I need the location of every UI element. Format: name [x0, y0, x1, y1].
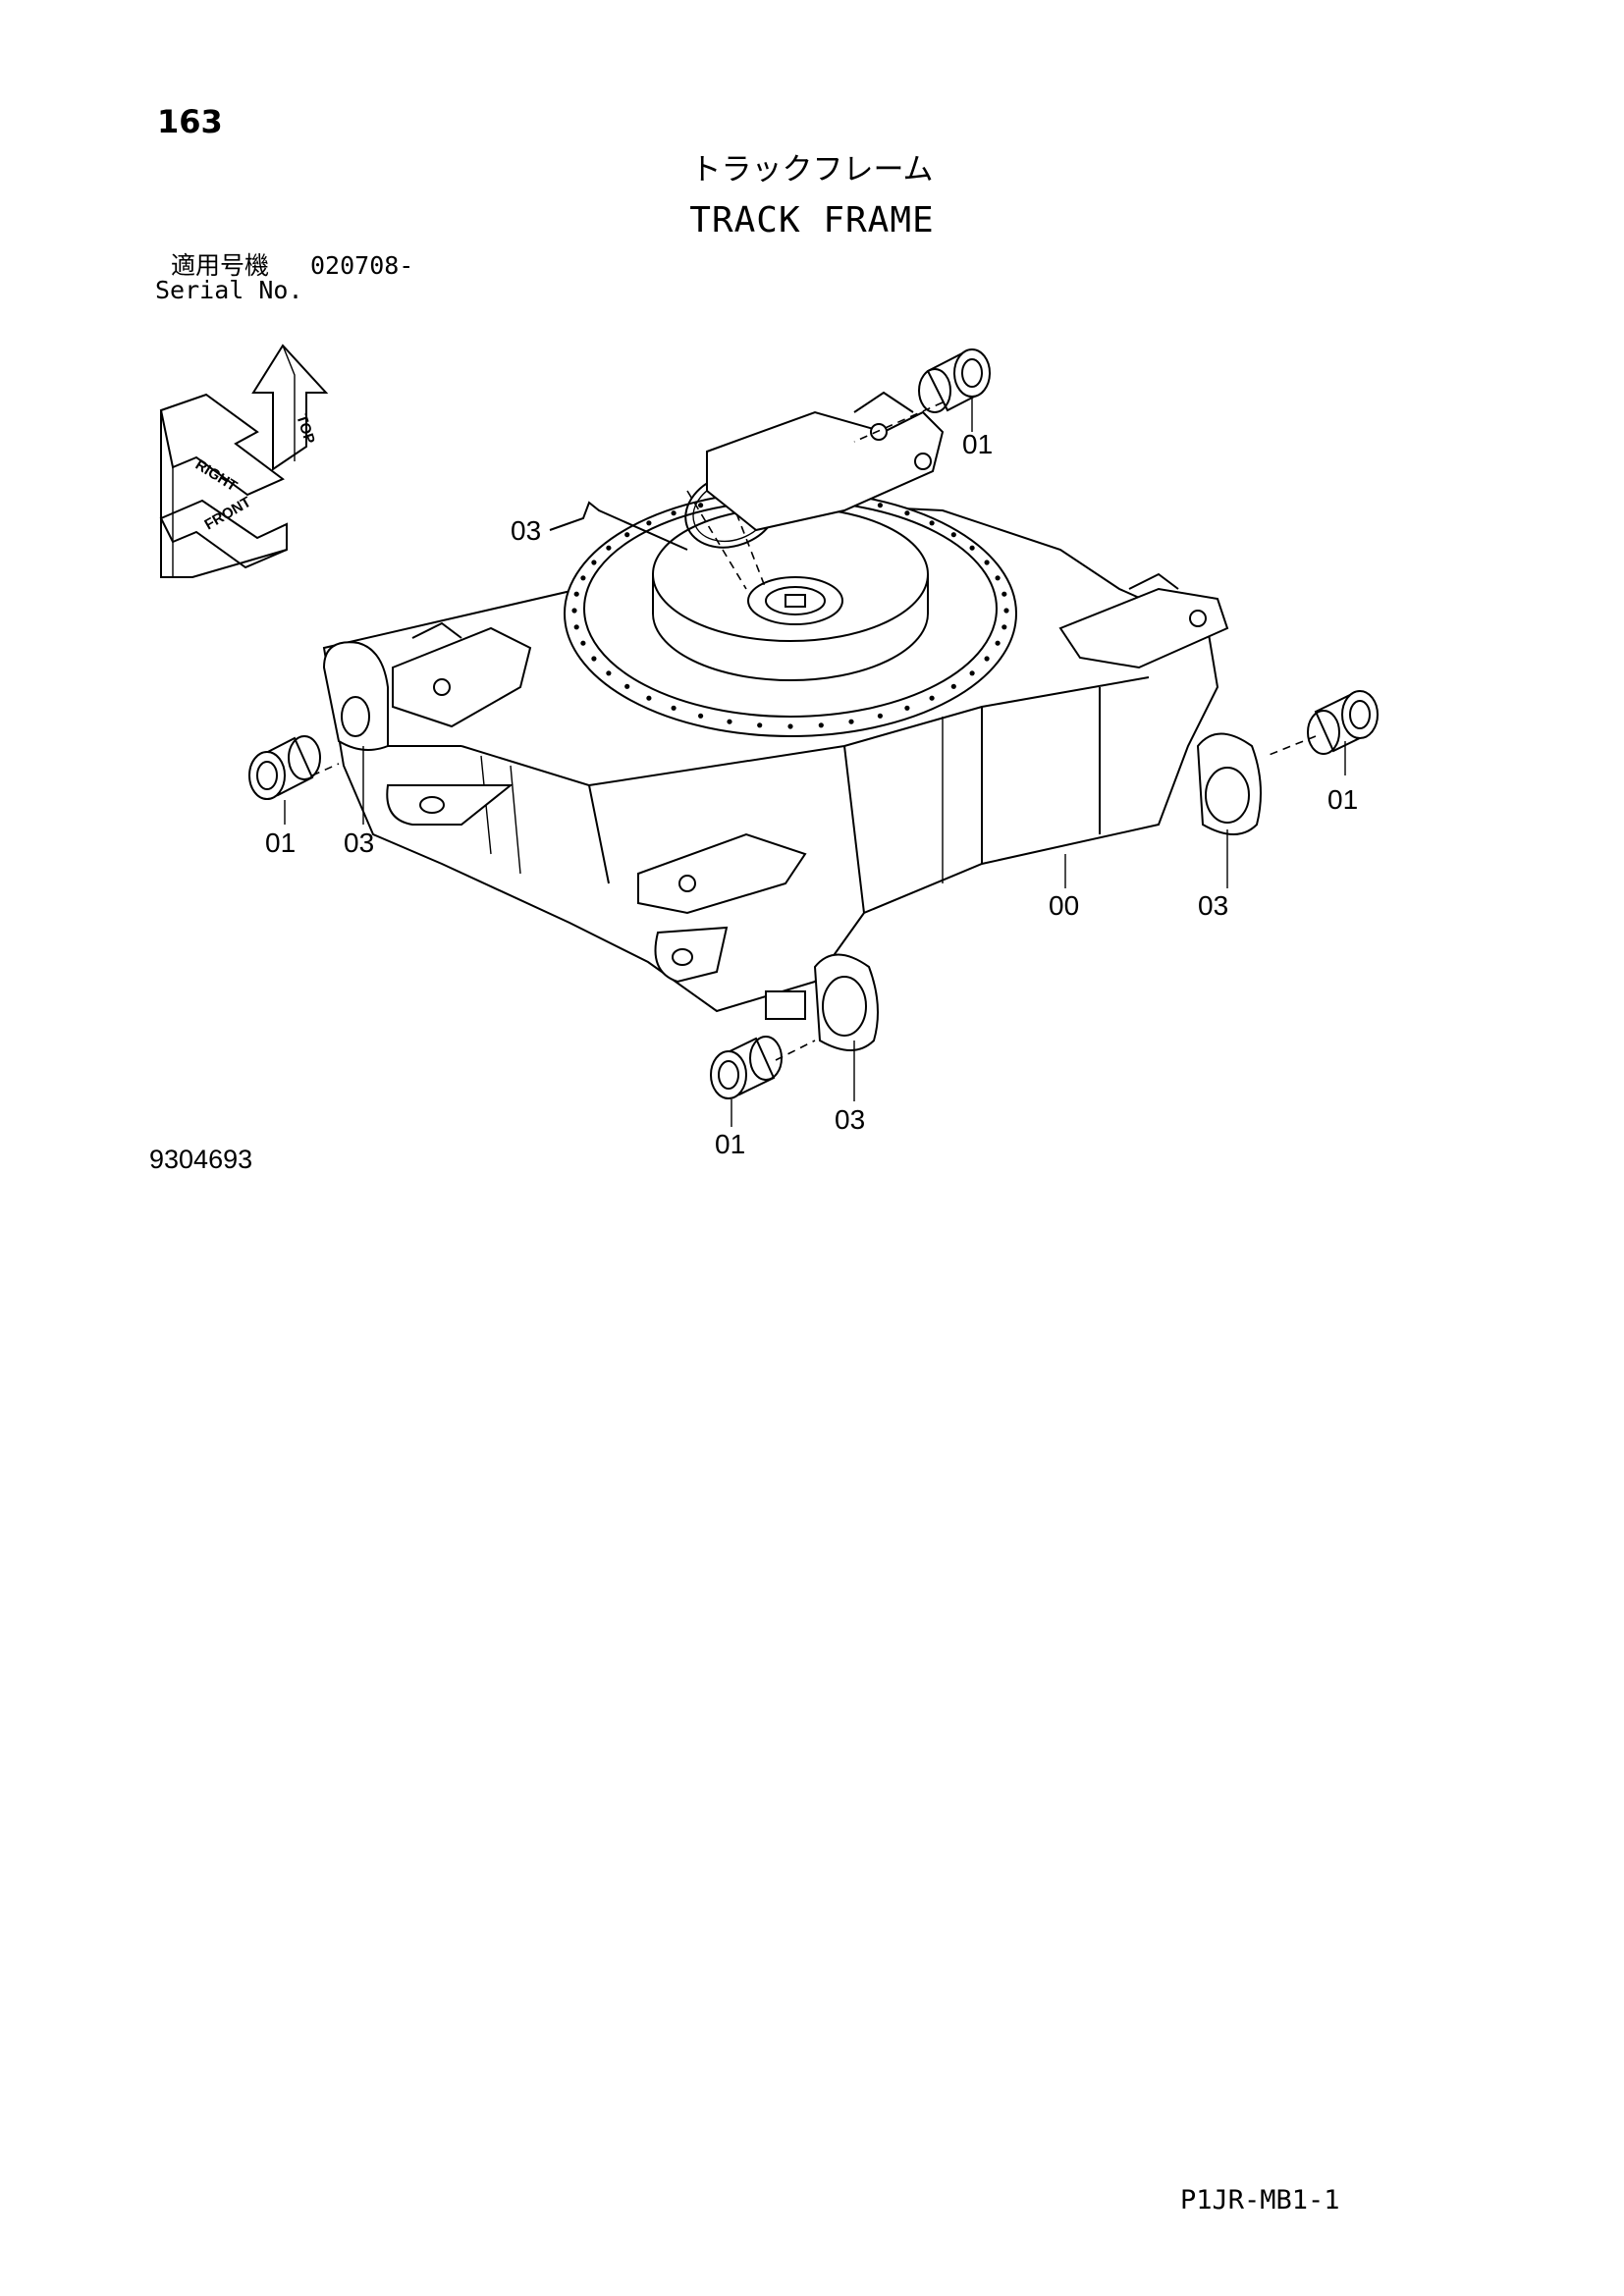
bolt-hole	[950, 532, 956, 538]
bolt-hole	[984, 560, 990, 565]
bolt-hole	[1003, 608, 1009, 614]
bolt-hole	[877, 503, 884, 508]
track-frame-exploded-diagram: TOP RIGHT FRONT	[159, 344, 1379, 1159]
callout-00-frame: 00	[1049, 890, 1079, 921]
bolt-hole	[787, 723, 793, 729]
bolt-hole	[698, 713, 704, 719]
bolt-hole	[950, 683, 956, 689]
drawing-number: 9304693	[149, 1145, 253, 1174]
bolt-hole	[995, 575, 1001, 581]
bolt-hole	[571, 608, 577, 614]
bolt-hole	[580, 575, 586, 581]
callout-01-right: 01	[1327, 784, 1358, 815]
serial-label: Serial No.	[155, 276, 303, 304]
bolt-hole	[1001, 624, 1007, 630]
serial-label-japanese: 適用号機	[171, 251, 270, 280]
bolt-hole	[591, 560, 597, 565]
bushing-top	[918, 348, 991, 413]
bolt-hole	[848, 719, 854, 724]
bolt-hole	[727, 719, 732, 724]
callout-03-right: 03	[1198, 890, 1228, 921]
bolt-hole	[929, 520, 935, 526]
bolt-hole	[995, 640, 1001, 646]
bolt-hole	[904, 705, 910, 711]
bolt-hole	[757, 722, 763, 728]
orientation-icon: TOP RIGHT FRONT	[159, 344, 329, 578]
bolt-hole	[573, 624, 579, 630]
bushing-bottom	[710, 1036, 783, 1099]
bolt-hole	[646, 520, 652, 526]
bolt-hole	[591, 656, 597, 662]
callout-03-top: 03	[511, 515, 541, 546]
bolt-hole	[969, 545, 975, 551]
callout-03-bottom: 03	[835, 1104, 865, 1135]
page-number: 163	[157, 103, 223, 140]
bolt-hole	[671, 510, 677, 516]
bolt-hole	[929, 695, 935, 701]
bolt-hole	[606, 670, 612, 676]
bolt-hole	[671, 705, 677, 711]
bolt-hole	[969, 670, 975, 676]
bolt-hole	[624, 532, 630, 538]
bolt-hole	[698, 503, 704, 508]
serial-number-value: 020708-	[310, 251, 414, 280]
bolt-hole	[1001, 591, 1007, 597]
bolt-hole	[646, 695, 652, 701]
bolt-hole	[904, 510, 910, 516]
callout-01-bottom: 01	[715, 1129, 745, 1159]
track-frame-body	[322, 391, 1262, 1051]
leader-lines	[284, 398, 1346, 1127]
callout-03-left: 03	[344, 828, 374, 858]
callout-01-top: 01	[962, 429, 993, 459]
bushing-right	[1307, 690, 1379, 755]
bolt-hole	[877, 713, 884, 719]
callouts: 01 03 01 03 00 03 01 03 01	[265, 429, 1358, 1159]
bolt-hole	[606, 545, 612, 551]
bolt-hole	[624, 683, 630, 689]
bolt-hole	[580, 640, 586, 646]
page-code: P1JR-MB1-1	[1180, 2185, 1340, 2216]
bolt-hole	[818, 722, 824, 728]
callout-01-left: 01	[265, 828, 296, 858]
bolt-hole	[573, 591, 579, 597]
page-title-japanese: トラックフレーム	[690, 152, 934, 187]
page-title: TRACK FRAME	[689, 200, 935, 240]
bolt-hole	[984, 656, 990, 662]
bushing-left	[248, 735, 321, 800]
